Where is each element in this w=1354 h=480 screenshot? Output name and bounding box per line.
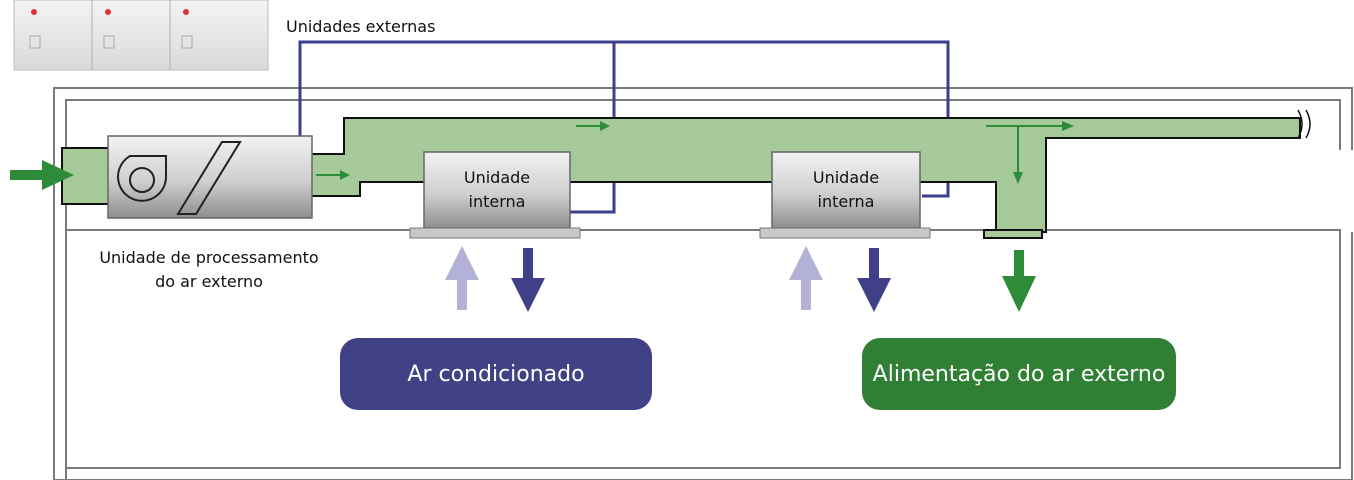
outdoor-units-label: Unidades externas	[286, 17, 436, 36]
indoor-unit-2-label-line1: Unidade	[812, 168, 880, 187]
outdoor-units-image	[13, 0, 269, 71]
processing-unit-label-line2: do ar externo	[155, 272, 263, 291]
indoor-unit-1-body	[409, 151, 581, 239]
indoor-unit-2-label: Unidade interna	[772, 166, 920, 214]
processing-unit-body	[107, 135, 313, 219]
indoor-unit-2-label-line2: interna	[817, 192, 875, 211]
refrigerant-lines	[298, 40, 950, 214]
green-airflow-arrows	[10, 121, 1074, 312]
indoor-unit-1-label: Unidade interna	[424, 166, 570, 214]
return-air-arrows	[445, 246, 823, 310]
conditioned-air-arrows	[511, 248, 891, 312]
building-outline	[53, 87, 1353, 480]
indoor-unit-1-label-line2: interna	[468, 192, 526, 211]
processing-unit-label-line1: Unidade de processamento	[99, 248, 319, 267]
indoor-unit-1-label-line1: Unidade	[463, 168, 531, 187]
processing-unit-label: Unidade de processamento do ar externo	[74, 246, 344, 294]
outdoor-air-supply-legend: Alimentação do ar externo	[862, 338, 1176, 410]
indoor-unit-2-body	[759, 151, 931, 239]
conditioned-air-legend: Ar condicionado	[340, 338, 652, 410]
